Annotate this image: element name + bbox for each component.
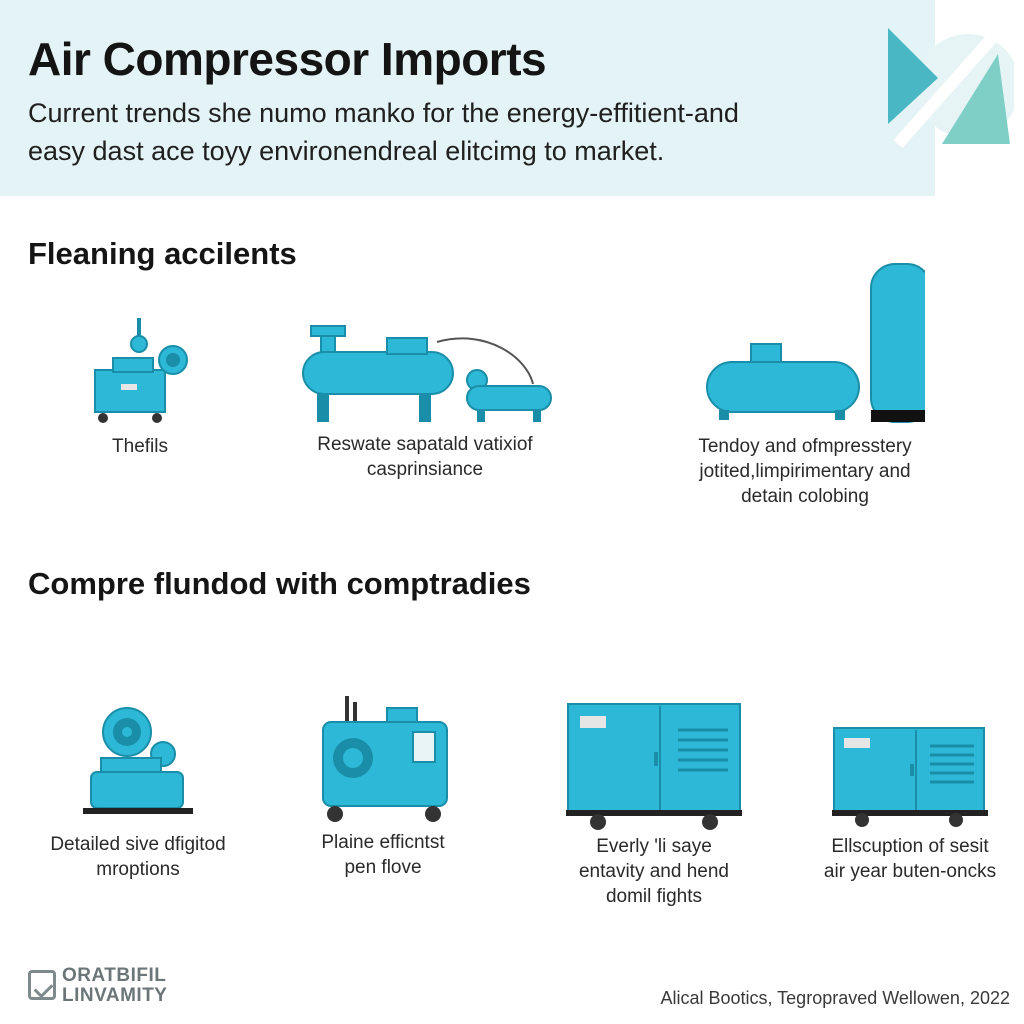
product-card[interactable]: Plaine efficntst pen flove <box>290 696 476 880</box>
caption-line: casprinsiance <box>366 459 484 480</box>
brand-mark-icon <box>888 28 1014 148</box>
caption-line: Reswate sapatald vatixiof <box>317 434 533 455</box>
caption-line: air year buten-oncks <box>823 861 997 882</box>
product-card[interactable]: Detailed sive dfigitod mroptions <box>30 706 246 882</box>
subtitle-line-1: Current trends she numo manko for the en… <box>28 98 739 128</box>
caption-line: pen flove <box>344 857 422 878</box>
caption-line: Plaine efficntst <box>321 832 445 853</box>
fan-compressor-icon <box>83 707 193 814</box>
product-caption: Ellscuption of sesit air year buten-onck… <box>800 834 1020 884</box>
product-card[interactable]: Everly 'li saye entavity and hend domil … <box>546 700 762 909</box>
caption-line: entavity and hend <box>578 861 729 882</box>
portable-compressor-icon <box>94 318 188 423</box>
product-card[interactable]: Ellscuption of sesit air year buten-onck… <box>800 724 1020 884</box>
enclosed-mobile-compressor-icon <box>566 703 742 830</box>
caption-line: domil fights <box>605 886 703 907</box>
footer-logo: ORATBIFIL LINVAMITY <box>28 964 198 1010</box>
caption-line: Tendoy and ofmpresstery <box>698 436 912 457</box>
subtitle-line-2: easy dast ace toyy environendreal elitci… <box>28 136 665 166</box>
caption-line: jotited,limpirimentary and <box>699 461 911 482</box>
caption-line: Ellscuption of sesit <box>831 836 989 857</box>
product-caption: Detailed sive dfigitod mroptions <box>30 832 246 882</box>
page-title: Air Compressor Imports <box>28 33 547 85</box>
caption-line: detain colobing <box>741 486 869 507</box>
checkmark-icon <box>28 970 56 1000</box>
product-card[interactable]: Tendoy and ofmpresstery jotited,limpirim… <box>670 260 940 509</box>
section-heading-2: Compre flundod with comptradies <box>28 566 531 601</box>
rotary-screw-compressor-icon <box>322 696 448 822</box>
product-card[interactable]: Thefils <box>55 318 225 459</box>
footer-logo-text: ORATBIFIL LINVAMITY <box>62 966 167 1006</box>
caption-line: mroptions <box>96 859 180 880</box>
logo-line-2: LINVAMITY <box>62 985 168 1006</box>
caption-line: Detailed sive dfigitod <box>50 834 226 855</box>
caption-line: Everly 'li saye <box>596 836 712 857</box>
product-caption: Plaine efficntst pen flove <box>290 830 476 880</box>
caption-line: Thefils <box>112 436 168 457</box>
page-subtitle: Current trends she numo manko for the en… <box>28 94 908 170</box>
enclosed-small-compressor-icon <box>832 727 988 827</box>
product-caption: Reswate sapatald vatixiof casprinsiance <box>290 432 560 482</box>
product-caption: Thefils <box>55 434 225 459</box>
product-card[interactable]: Reswate sapatald vatixiof casprinsiance <box>290 318 560 482</box>
header-band <box>0 0 935 196</box>
tank-and-vertical-receiver-icon <box>706 263 925 423</box>
section-heading-1: Fleaning accilents <box>28 236 297 271</box>
footer-credit: Alical Bootics, Tegropraved Wellowen, 20… <box>660 988 1010 1008</box>
product-caption: Everly 'li saye entavity and hend domil … <box>546 834 762 909</box>
horizontal-tank-compressor-icon <box>302 325 552 422</box>
product-caption: Tendoy and ofmpresstery jotited,limpirim… <box>670 434 940 509</box>
logo-line-1: ORATBIFIL <box>62 965 167 986</box>
